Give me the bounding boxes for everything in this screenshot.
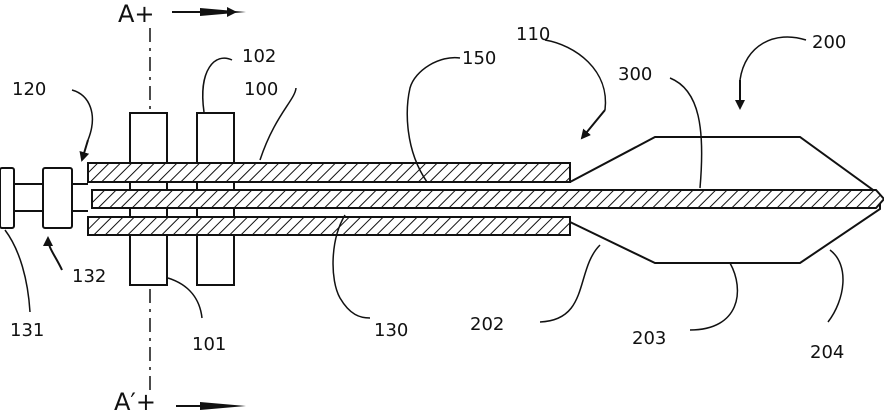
label-150: 150: [462, 48, 496, 69]
label-300: 300: [618, 64, 652, 85]
label-200: 200: [812, 32, 846, 53]
connector-132: [43, 168, 72, 228]
label-102: 102: [242, 46, 276, 67]
inner-shaft-130: [92, 190, 884, 208]
label-101: 101: [192, 334, 226, 355]
section-arrow-bottom: [200, 402, 246, 410]
section-marker-top: A+: [118, 0, 155, 28]
arrow-120: [82, 140, 88, 160]
section-marker-bottom: A′+: [114, 388, 156, 414]
label-110: 110: [516, 24, 550, 45]
label-204: 204: [810, 342, 844, 363]
arrow-132: [48, 238, 62, 270]
label-132: 132: [72, 266, 106, 287]
arrow-110: [582, 110, 605, 138]
label-120: 120: [12, 79, 46, 100]
label-131: 131: [10, 320, 44, 341]
label-130: 130: [374, 320, 408, 341]
outer-tube-top-wall: [88, 163, 570, 182]
connector-131: [0, 168, 14, 228]
label-202: 202: [470, 314, 504, 335]
label-100: 100: [244, 79, 278, 100]
label-203: 203: [632, 328, 666, 349]
outer-tube-bottom-wall: [88, 217, 570, 235]
